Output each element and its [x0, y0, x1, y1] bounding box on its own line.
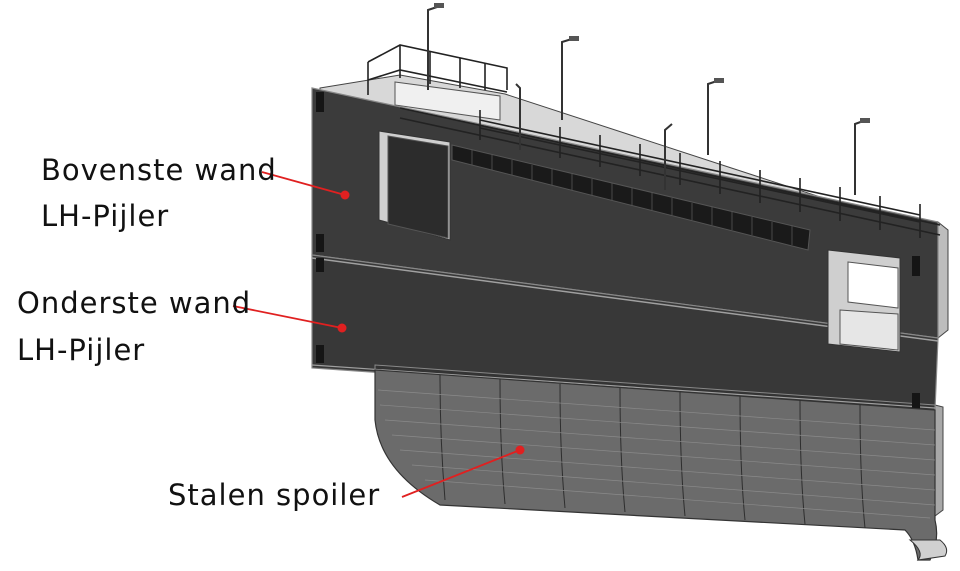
lamp-head: [434, 3, 444, 8]
corner-block: [316, 234, 324, 252]
corner-block: [316, 258, 324, 272]
leader-spoiler: [401, 449, 521, 498]
wall-joint-line-lower: [311, 364, 936, 409]
leader-dot-lower-wall: [337, 323, 347, 333]
corner-block: [912, 393, 920, 409]
leader-dot-spoiler: [515, 445, 525, 455]
door-recess: [387, 135, 449, 239]
label-upper-wall-line2: LH-Pijler: [41, 199, 170, 233]
spoiler-panels: [439, 374, 866, 529]
corner-block: [316, 92, 324, 112]
window-opening: [847, 261, 899, 309]
cable-tray-segments: [471, 150, 793, 245]
cable-tray: [451, 144, 811, 251]
label-lower-wall-line1: Onderste wand: [17, 286, 252, 320]
leader-upper-wall: [261, 171, 346, 196]
lower-side-face: [934, 404, 944, 517]
leader-dot-upper-wall: [340, 190, 350, 200]
top-inner-light: [394, 81, 501, 121]
steel-spoiler: [374, 369, 938, 561]
label-lower-wall-line2: LH-Pijler: [17, 333, 146, 367]
lamp-head: [714, 78, 724, 83]
label-upper-wall-line1: Bovenste wand: [41, 153, 277, 187]
leader-lower-wall: [232, 305, 343, 329]
window-recess-floor: [839, 309, 899, 351]
corner-block: [912, 256, 920, 276]
lamp-head: [860, 118, 870, 123]
corner-block: [316, 345, 324, 363]
spoiler-bottom-lip: [908, 539, 948, 561]
spoiler-ribs: [377, 389, 936, 519]
wall-side-face: [937, 220, 949, 340]
lamp-head: [569, 36, 579, 41]
railing: [367, 44, 941, 238]
label-spoiler: Stalen spoiler: [168, 478, 381, 512]
